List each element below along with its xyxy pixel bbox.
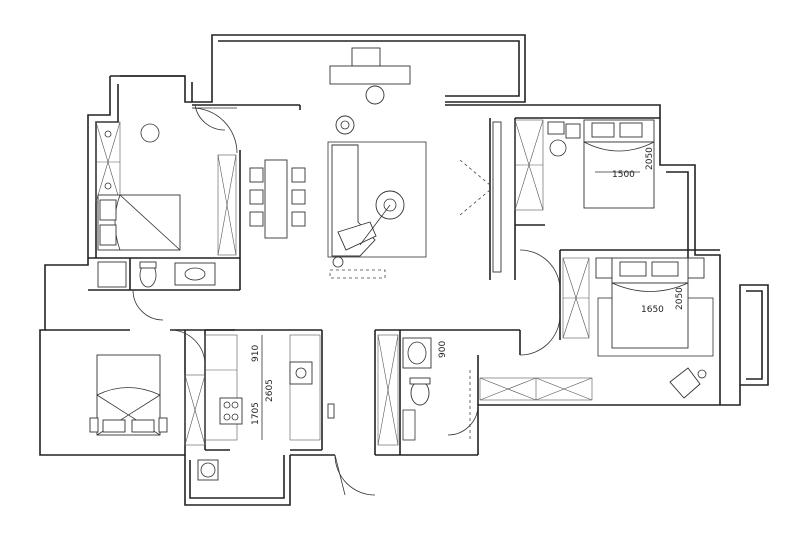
dining-area — [249, 159, 306, 239]
dim-second-bed-length: 2050 — [675, 287, 685, 310]
bathroom-center — [377, 334, 471, 446]
kitchen — [204, 334, 335, 441]
dim-master-bed-length: 2050 — [645, 147, 655, 170]
master-bedroom: 1500 2050 — [547, 119, 655, 209]
corridor-wardrobe — [492, 119, 544, 273]
bathroom-left — [97, 261, 216, 288]
second-bedroom: 1650 2050 — [479, 257, 714, 401]
dim-kitchen-lower: 1705 — [251, 402, 261, 425]
dim-kitchen-total: 2605 — [265, 379, 275, 402]
living-room — [327, 115, 427, 279]
dim-kitchen-upper: 910 — [251, 345, 261, 362]
kitchen-dimensions: 910 1705 2605 900 — [251, 335, 448, 440]
balcony-desk — [329, 47, 411, 105]
dim-second-bed-width: 1650 — [641, 305, 664, 315]
laundry-balcony — [197, 459, 219, 481]
dim-bath-width: 900 — [438, 341, 448, 358]
dim-master-bed-width: 1500 — [612, 170, 635, 180]
bedroom-lower-left — [89, 354, 206, 446]
bedroom-upper-left — [95, 121, 237, 256]
door-swings — [132, 104, 561, 496]
